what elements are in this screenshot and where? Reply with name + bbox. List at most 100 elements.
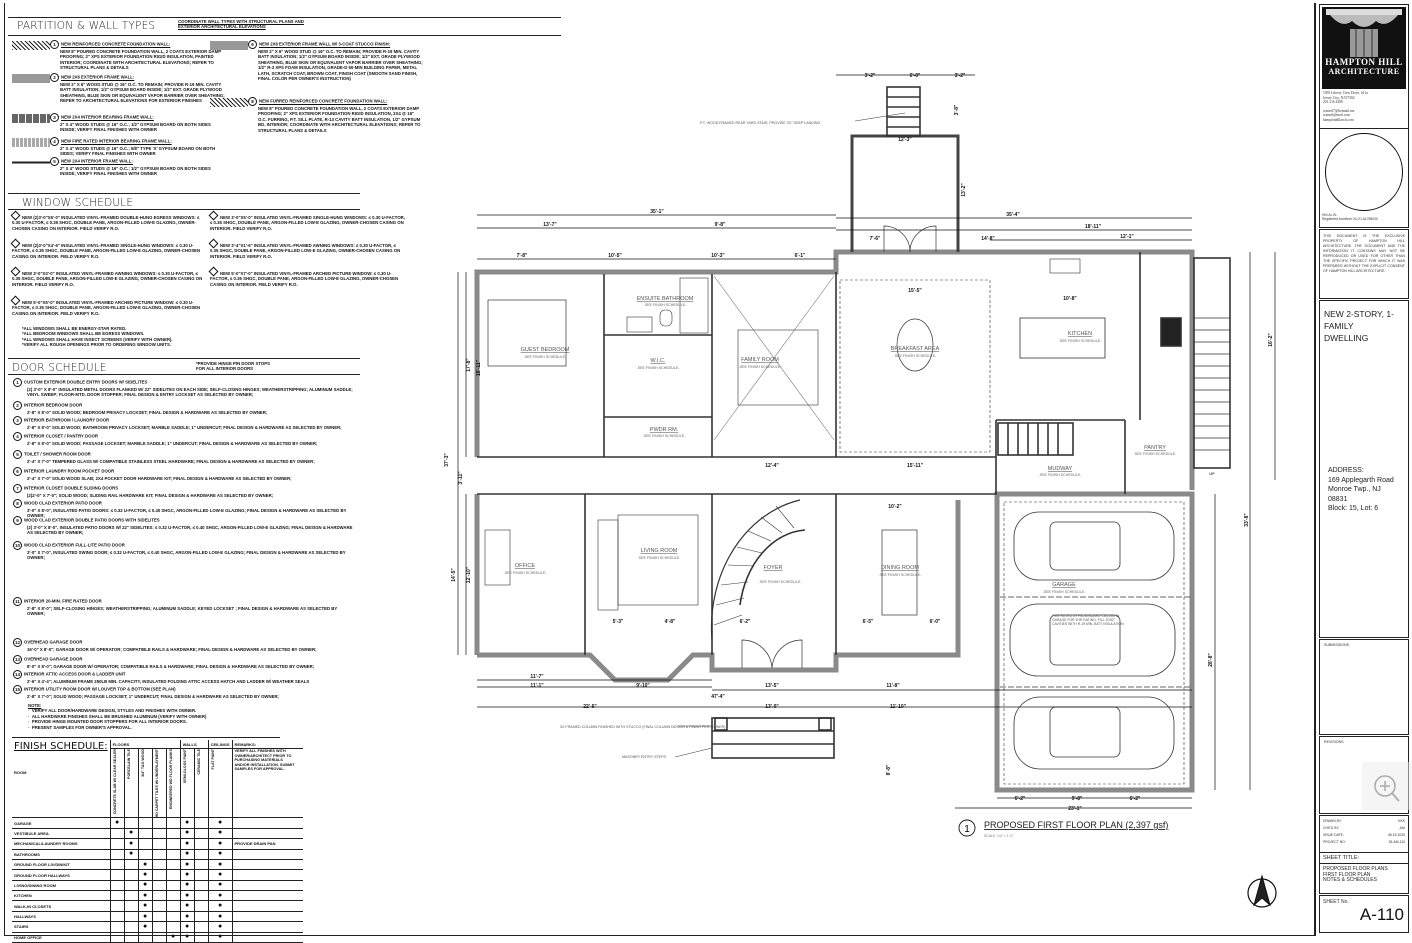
divider bbox=[8, 35, 561, 36]
door-spec: 2'-8" x 8'-0"; SELF-CLOSING HINGES; WEAT… bbox=[27, 606, 338, 617]
door-heading: TOILET / SHOWER ROOM DOOR bbox=[24, 451, 91, 457]
title-block-copyright: THIS DOCUMENT IS THE EXCLUSIVE PROPERTY … bbox=[1319, 229, 1409, 299]
stair-tread bbox=[760, 516, 783, 534]
finish-cell bbox=[151, 921, 167, 933]
column bbox=[714, 717, 728, 731]
finish-mark-icon: ● bbox=[217, 922, 223, 930]
meta-label: PROJECT NO: bbox=[1323, 840, 1346, 844]
wall-exterior bbox=[474, 249, 1195, 490]
zoom-in-button[interactable] bbox=[1362, 762, 1412, 810]
finish-cell bbox=[151, 859, 167, 871]
room-sub: -SEE FINISH SCHEDULE- bbox=[1043, 590, 1087, 594]
dim-label: 16'-2" bbox=[1268, 333, 1274, 347]
door-number: 9 bbox=[13, 516, 22, 525]
wall-type-number: 1 bbox=[50, 40, 59, 49]
dim-label: 13'-7" bbox=[543, 222, 557, 228]
dim-label: 33'-8" bbox=[1244, 513, 1250, 527]
annotations: P.T. WOOD FRAMED REAR YARD STAIR, PROVID… bbox=[560, 112, 906, 759]
finish-remark bbox=[231, 817, 303, 829]
window-note: *ALL WINDOWS SHALL HAVE INSECT SCREENS (… bbox=[22, 336, 173, 342]
stair-tread bbox=[720, 581, 749, 586]
finish-mark-icon: ● bbox=[143, 891, 148, 899]
door-spec: 2'-4" x 7'-0" TEMPERED GLASS W/ COMPATIB… bbox=[27, 459, 315, 464]
dim-label: 8'-8" bbox=[886, 764, 892, 775]
finish-mark-icon: ● bbox=[143, 922, 148, 930]
title-block-submissions: SUBMISSIONS bbox=[1319, 639, 1409, 735]
patio-door-swing bbox=[909, 225, 937, 253]
curved-stair bbox=[710, 499, 801, 641]
finish-cell bbox=[193, 817, 209, 829]
room-label: PANTRY bbox=[1144, 445, 1166, 451]
finish-row: WALK-IN CLOSETS●●● bbox=[12, 900, 303, 912]
finish-room: WALK-IN CLOSETS bbox=[12, 900, 111, 912]
room-label: BREAKFAST AREA bbox=[891, 346, 940, 352]
finish-cell bbox=[151, 849, 167, 860]
dim-label: 11'-7" bbox=[530, 674, 544, 680]
floors-group: FLOORS bbox=[109, 740, 181, 749]
divider bbox=[8, 17, 561, 18]
dim-label: 9'-10" bbox=[636, 683, 650, 689]
finish-cell bbox=[151, 869, 167, 881]
finish-mark-icon: ● bbox=[217, 912, 223, 920]
dim-label: 9'-8" bbox=[1072, 796, 1083, 802]
meta-value: KKK bbox=[1398, 819, 1405, 823]
door-heading: INTERIOR BATHROOM / LAUNDRY DOOR bbox=[24, 417, 110, 423]
finish-mark-icon: ● bbox=[115, 819, 120, 827]
room-label: FOYER bbox=[764, 565, 783, 571]
wall-type-swatch bbox=[12, 158, 50, 167]
finish-row: HALLWAYS●●● bbox=[12, 911, 303, 923]
dim-label: 14'-8" bbox=[981, 236, 995, 242]
finish-mark-icon: ● bbox=[129, 850, 134, 858]
dim-label: 12'-3" bbox=[898, 137, 912, 143]
finish-row: HOME OFFICE●●● bbox=[12, 932, 303, 943]
wall-type-swatch bbox=[12, 41, 50, 50]
finish-remark bbox=[231, 911, 303, 923]
door-number: 6 bbox=[13, 467, 22, 476]
finish-cell: ● bbox=[109, 817, 125, 829]
finish-cell bbox=[137, 828, 153, 840]
finish-mark-icon: ● bbox=[185, 860, 190, 868]
finish-row: LIVING/DINING ROOM●●● bbox=[12, 880, 303, 892]
window-spec: NEW (2)3'-0"x4'-6" INSULATED VINYL-FRAME… bbox=[12, 243, 201, 259]
room-label: ENSUITE BATHROOM bbox=[637, 296, 694, 302]
window-schedule-item: NEW 5'-0"x7'-0" INSULATED VINYL-FRAMED A… bbox=[208, 266, 405, 287]
wall-type-number: 8 bbox=[248, 97, 257, 106]
dim-label: 13'-2" bbox=[961, 183, 967, 197]
finish-schedule-title: FINISH SCHEDULE: bbox=[14, 741, 108, 752]
finish-cell bbox=[109, 890, 125, 902]
finish-mark-icon: ● bbox=[185, 819, 190, 827]
car-window bbox=[1049, 614, 1121, 666]
wall-type-heading: NEW REINFORCED CONCRETE FOUNDATION WALL: bbox=[61, 41, 171, 47]
car-window bbox=[1049, 706, 1121, 758]
finish-mark-icon: ● bbox=[185, 902, 190, 910]
bay-window-wall bbox=[477, 500, 961, 683]
door-heading: WOOD CLAD EXTERIOR FULL-LITE PATIO DOOR bbox=[24, 542, 125, 548]
finish-mark-icon: ● bbox=[185, 839, 190, 847]
car bbox=[1013, 696, 1175, 770]
finish-remark bbox=[231, 859, 303, 871]
door-note: · PRESENT SAMPLES FOR OWNER'S APPROVAL. bbox=[28, 724, 132, 730]
finish-cell bbox=[109, 900, 125, 912]
meta-label: CHK'D BY: bbox=[1323, 826, 1340, 830]
room-sub: -SEE FINISH SCHEDULE- bbox=[879, 573, 923, 577]
finish-cell bbox=[151, 817, 167, 829]
door-spec: 2'-4" x 7'-0" SOLID WOOD SLAB; 2X4 POCKE… bbox=[27, 476, 292, 481]
dim-label: 22'-6" bbox=[583, 704, 597, 710]
window-schedule-item: NEW 3'-0"x5'-0" INSULATED VINYL-FRAMED S… bbox=[208, 210, 405, 231]
finish-remark bbox=[231, 900, 303, 912]
dim-label: 6'-2" bbox=[1130, 796, 1141, 802]
dining-table bbox=[881, 529, 918, 616]
finish-cell bbox=[193, 859, 209, 871]
dim-label: 3'-2" bbox=[865, 73, 876, 79]
finish-row: MECHANICAL/LAUNDRY ROOMS●●●PROVIDE DRAIN… bbox=[12, 838, 303, 850]
door-spec: 8'-0" x 8'-0"; GARAGE DOOR W/ OPERATOR; … bbox=[27, 664, 315, 669]
steps-note: MASONRY ENTRY STEPS bbox=[622, 755, 666, 759]
leader-line bbox=[674, 747, 713, 758]
finish-mark-icon: ● bbox=[217, 850, 223, 858]
remarks-group: REMARKS: bbox=[231, 740, 303, 749]
room-sub: -SEE FINISH SCHEDULE- bbox=[504, 571, 548, 575]
finish-cell bbox=[151, 828, 167, 840]
